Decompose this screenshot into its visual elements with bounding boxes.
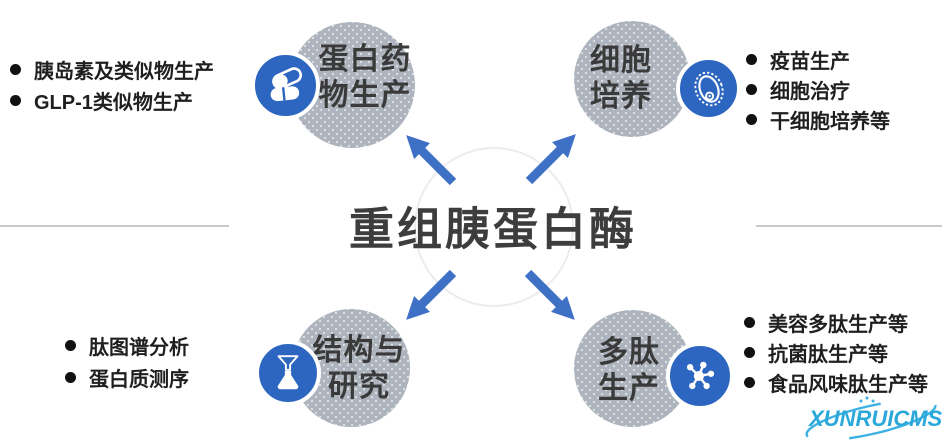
list-item: 胰岛素及类似物生产 <box>10 54 214 85</box>
circle-cell-culture <box>574 21 690 137</box>
xunruicms-watermark: XUNRUICMS <box>799 394 942 441</box>
bullets-cell-culture: 疫苗生产 细胞治疗 干细胞培养等 <box>746 44 890 134</box>
bullet-dot-icon <box>65 371 76 383</box>
center-ring <box>414 147 574 307</box>
label-line: 结构与 <box>312 334 406 367</box>
list-item-text: 细胞治疗 <box>770 80 850 103</box>
list-item-text: 疫苗生产 <box>770 50 850 73</box>
list-item-text: 抗菌肽生产等 <box>768 343 888 366</box>
watermark-swoosh-icon <box>805 396 937 441</box>
list-item: 肽图谱分析 <box>65 329 189 361</box>
list-item: 美容多肽生产等 <box>744 307 928 337</box>
bullets-peptide-production: 美容多肽生产等 抗菌肽生产等 食品风味肽生产等 <box>744 307 928 397</box>
bullet-dot-icon <box>10 95 21 106</box>
bullet-dot-icon <box>65 339 76 351</box>
pills-icon <box>251 51 320 120</box>
circle-structure-research <box>292 309 410 427</box>
label-line: 培养 <box>590 80 652 113</box>
bullet-dot-icon <box>744 316 755 328</box>
bullets-structure-research: 肽图谱分析 蛋白质测序 <box>65 329 189 393</box>
label-line: 细胞 <box>590 44 652 77</box>
bullets-protein-drug-production: 胰岛素及类似物生产 GLP-1类似物生产 <box>10 54 214 116</box>
bullet-dot-icon <box>746 83 757 95</box>
list-item: 干细胞培养等 <box>746 104 890 134</box>
list-item: GLP-1类似物生产 <box>10 85 214 116</box>
label-line: 研究 <box>328 370 390 403</box>
watermark-text: XUNRUICMS <box>809 406 942 431</box>
cell-icon <box>676 56 741 121</box>
right-divider-line <box>756 225 942 227</box>
molecule-icon <box>666 342 734 410</box>
label-line: 物生产 <box>318 79 412 112</box>
label-cell-culture: 细胞 培养 <box>590 43 652 115</box>
bullet-dot-icon <box>746 113 757 125</box>
bullet-dot-icon <box>744 346 755 358</box>
list-item: 食品风味肽生产等 <box>744 367 928 397</box>
label-line: 生产 <box>598 372 660 405</box>
center-title: 重组胰蛋白酶 <box>348 203 638 255</box>
list-item-text: 胰岛素及类似物生产 <box>34 61 214 83</box>
list-item: 蛋白质测序 <box>65 361 189 393</box>
list-item-text: 干细胞培养等 <box>770 110 890 133</box>
list-item-text: 肽图谱分析 <box>89 336 189 359</box>
list-item: 疫苗生产 <box>746 44 890 74</box>
flask-icon <box>255 340 321 406</box>
list-item: 细胞治疗 <box>746 74 890 104</box>
list-item-text: 蛋白质测序 <box>89 368 189 391</box>
bullet-dot-icon <box>744 376 755 388</box>
bullet-dot-icon <box>10 64 21 75</box>
label-line: 多肽 <box>598 336 660 369</box>
list-item: 抗菌肽生产等 <box>744 337 928 367</box>
label-protein-drug-production: 蛋白药 物生产 <box>319 42 412 114</box>
list-item-text: 美容多肽生产等 <box>768 313 908 336</box>
left-divider-line <box>0 225 229 227</box>
list-item-text: GLP-1类似物生产 <box>34 92 193 114</box>
bullet-dot-icon <box>746 53 757 65</box>
label-structure-research: 结构与 研究 <box>313 333 406 405</box>
list-item-text: 食品风味肽生产等 <box>768 373 928 396</box>
label-peptide-production: 多肽 生产 <box>598 335 660 407</box>
label-line: 蛋白药 <box>318 43 412 76</box>
